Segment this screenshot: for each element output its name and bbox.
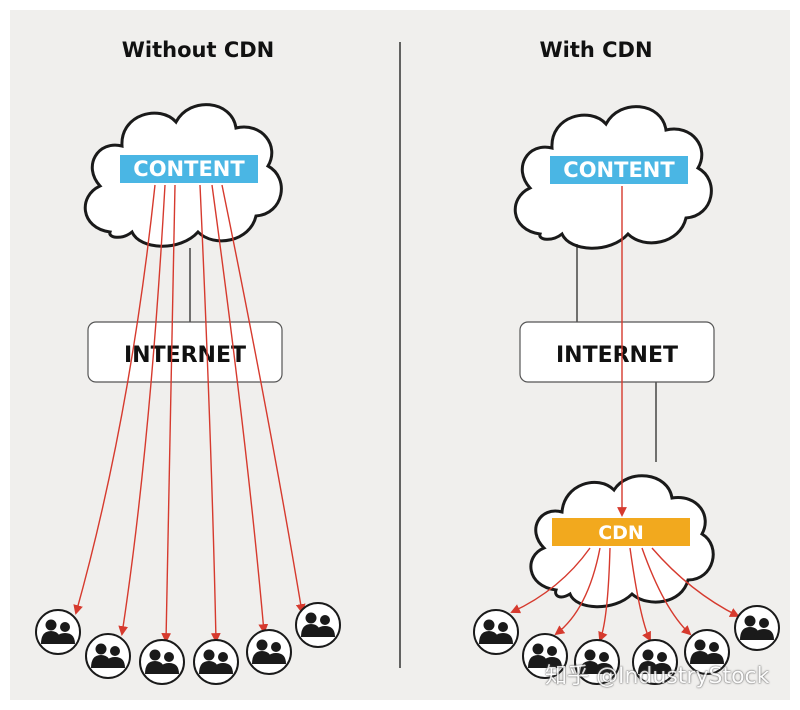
cdn-box bbox=[552, 518, 690, 546]
cdn-label: CDN bbox=[598, 522, 644, 544]
user-group-icon bbox=[734, 605, 780, 651]
arrow-group bbox=[510, 547, 740, 642]
user-group-icon bbox=[295, 602, 341, 648]
arrow-icon bbox=[73, 184, 156, 615]
arrow-icon bbox=[118, 184, 166, 636]
arrow-group bbox=[73, 184, 306, 643]
arrow-icon bbox=[161, 184, 176, 643]
arrow-icon bbox=[221, 184, 306, 614]
arrow-icon bbox=[641, 547, 692, 636]
left-panel: CONTENT INTERNET bbox=[35, 103, 341, 685]
user-group-icon bbox=[35, 609, 81, 655]
arrow-icon bbox=[211, 184, 269, 634]
arrow-icon bbox=[598, 547, 611, 642]
user-group-icon bbox=[246, 629, 292, 675]
user-group-icon bbox=[85, 633, 131, 679]
internet-label: INTERNET bbox=[556, 343, 678, 368]
watermark: 知乎 @IndustryStock bbox=[545, 664, 770, 689]
arrow-icon bbox=[554, 547, 601, 636]
arrow-icon bbox=[510, 547, 591, 614]
right-panel: CONTENT INTERNET CDN bbox=[473, 105, 780, 685]
user-group-icon bbox=[473, 609, 519, 655]
user-group-icon bbox=[139, 639, 185, 685]
right-panel-title: With CDN bbox=[539, 38, 653, 62]
content-box bbox=[550, 156, 688, 184]
internet-box bbox=[87, 321, 283, 383]
arrow-icon bbox=[199, 184, 221, 643]
arrow-icon bbox=[629, 547, 651, 642]
content-label: CONTENT bbox=[133, 157, 245, 181]
internet-label: INTERNET bbox=[124, 343, 246, 368]
user-group-icon bbox=[193, 639, 239, 685]
content-label: CONTENT bbox=[563, 158, 675, 182]
left-panel-title: Without CDN bbox=[121, 38, 275, 62]
internet-box bbox=[519, 321, 715, 383]
content-box bbox=[120, 155, 258, 183]
arrow-icon bbox=[651, 547, 740, 617]
